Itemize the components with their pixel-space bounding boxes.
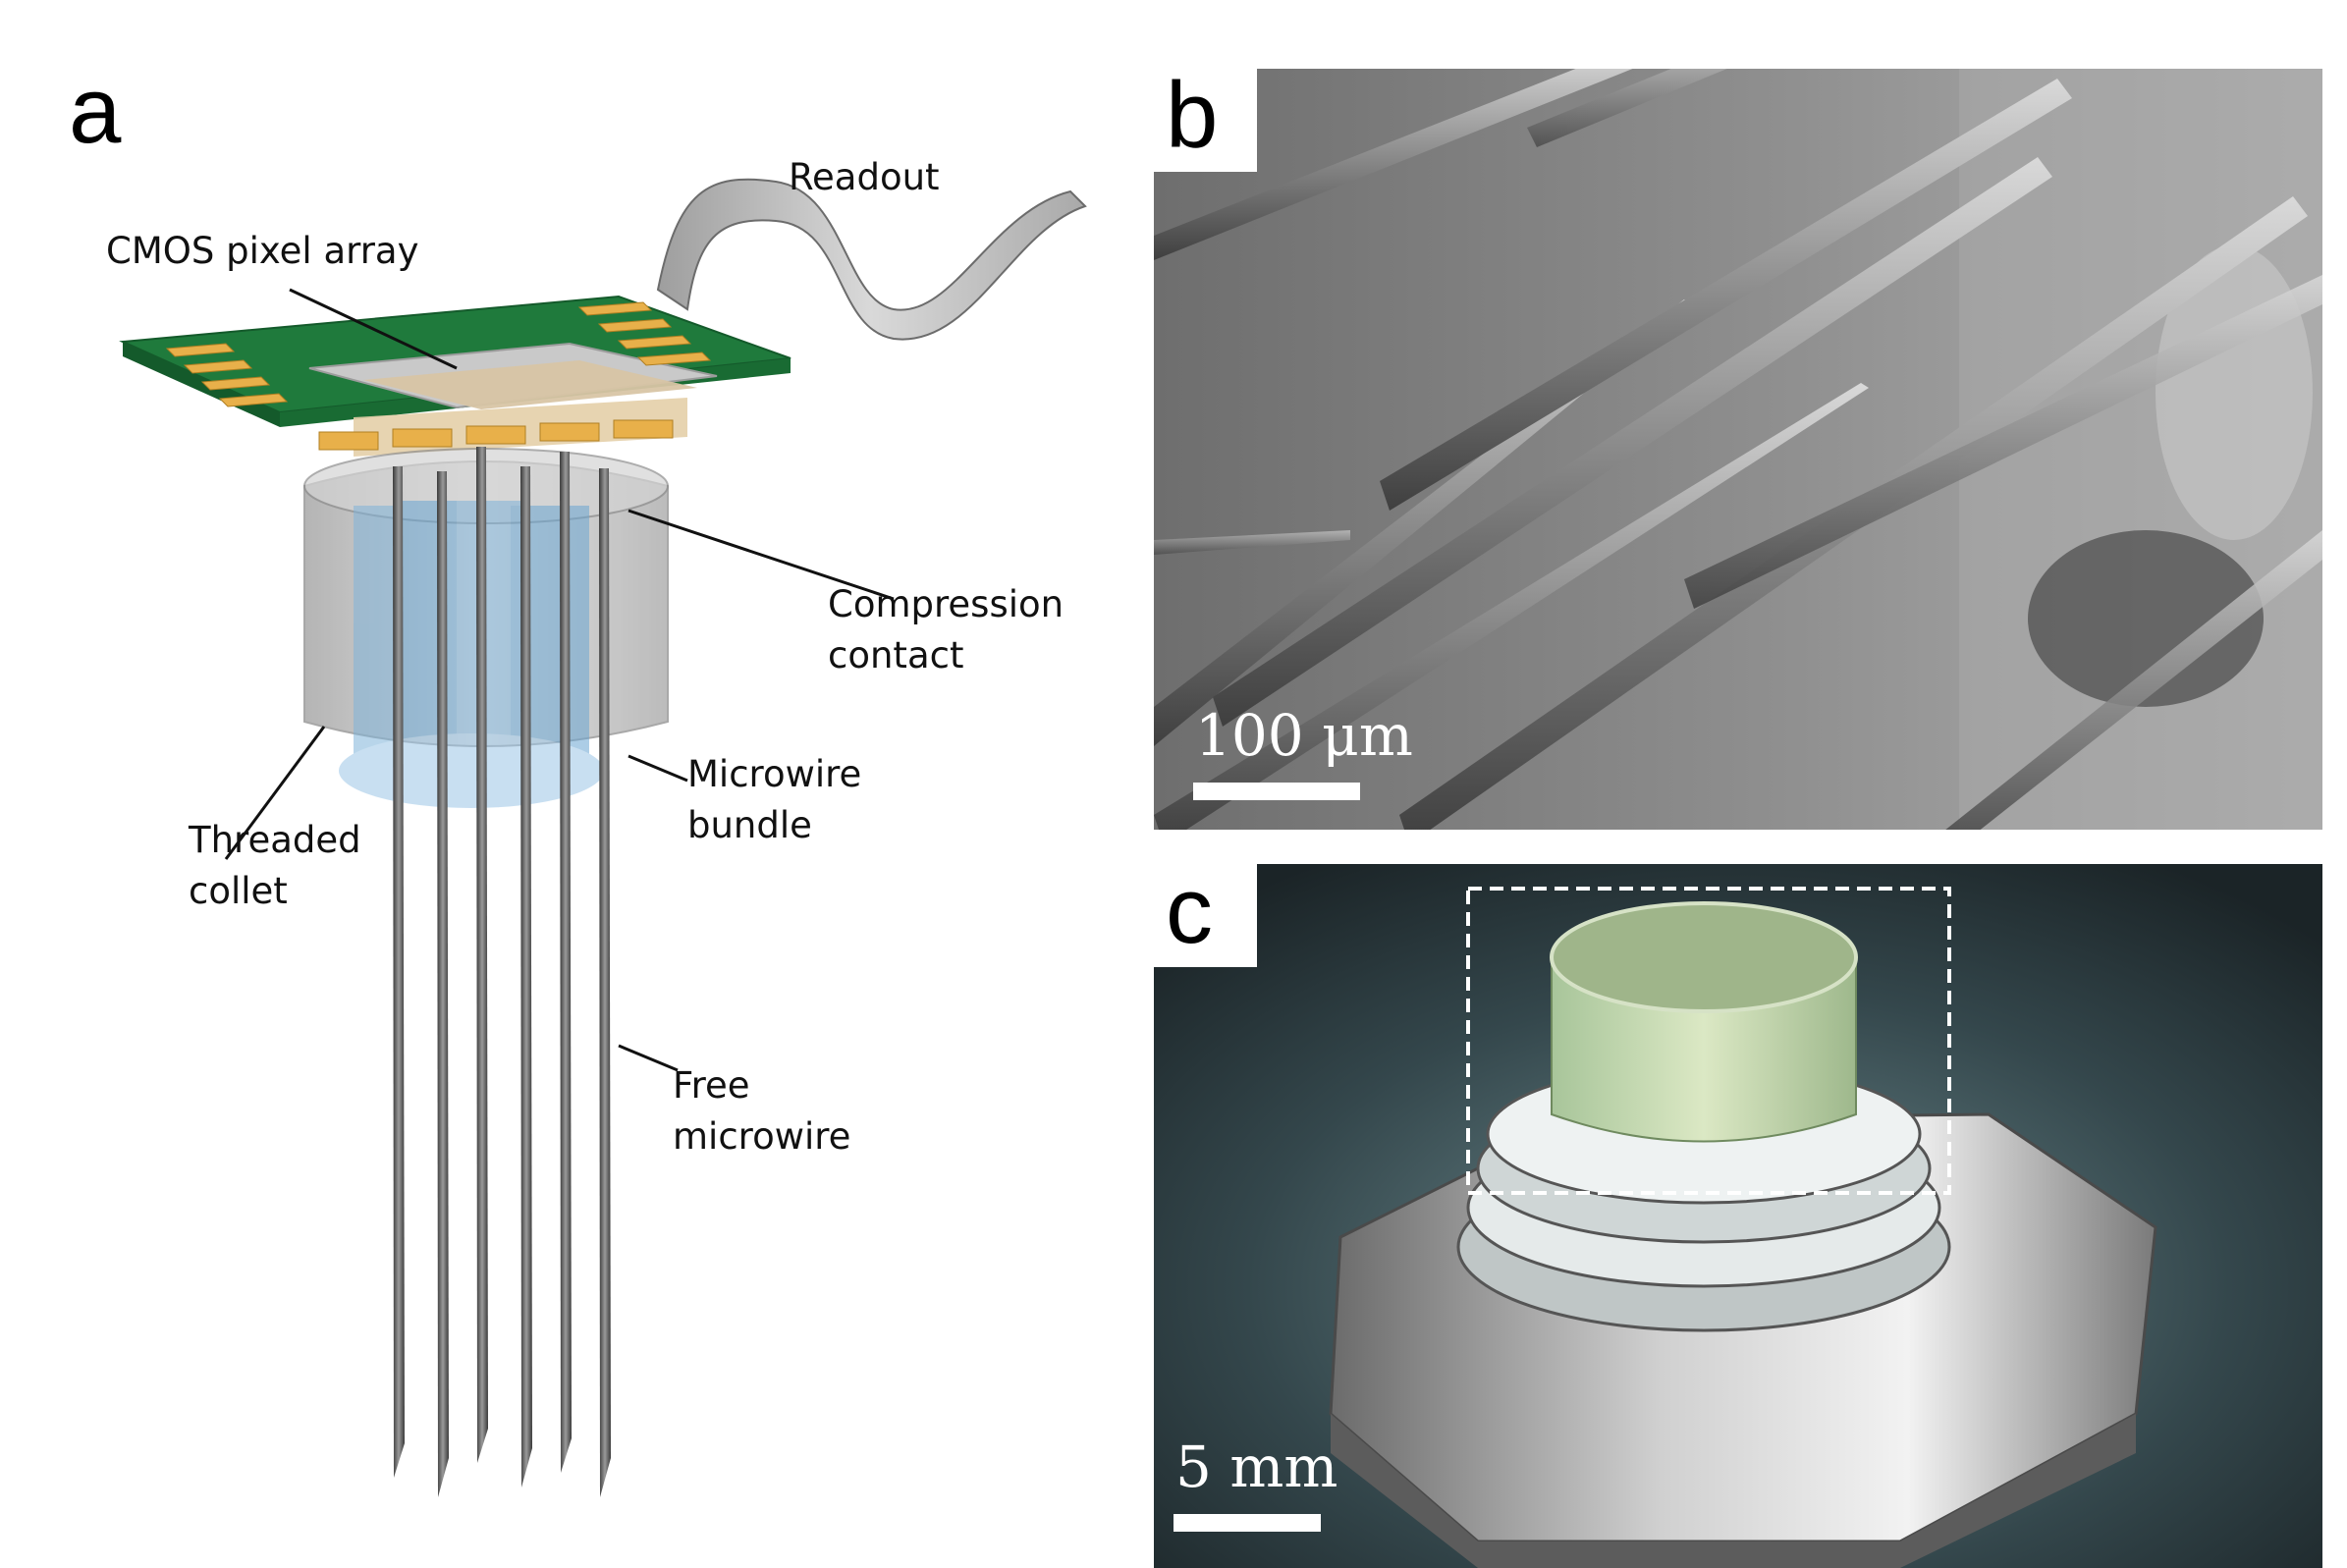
label-free-microwire: Free microwire: [673, 1064, 851, 1158]
label-cmos-pixel-array: CMOS pixel array: [106, 230, 419, 272]
gold-pads-bottom: [318, 419, 674, 451]
leader-lines: [224, 288, 895, 1072]
panel-a: Readout CMOS pixel array Compression con…: [69, 64, 1139, 1566]
label-readout: Readout: [789, 156, 940, 198]
scale-bar-c: [1174, 1514, 1321, 1532]
gold-pads-right: [577, 301, 712, 366]
label-microwire-bundle: Microwire bundle: [687, 753, 862, 846]
readout-ribbon: [656, 178, 1087, 341]
panel-c-letter-box: [1154, 864, 1257, 967]
dashed-inset-box: [1466, 887, 1951, 1195]
panel-letter-b: b: [1166, 69, 1219, 168]
panel-b: b 100 μm: [1154, 69, 2322, 830]
panel-b-letter-box: [1154, 69, 1257, 172]
cmos-chip: [363, 360, 697, 409]
scale-bar-b: [1193, 783, 1360, 800]
scale-label-b: 100 μm: [1195, 702, 1413, 769]
panel-letter-a: a: [69, 58, 122, 163]
free-microwires: [393, 447, 611, 1497]
green-cylinder-top: [1550, 901, 1858, 1013]
panel-letter-c: c: [1166, 864, 1213, 963]
label-compression-contact: Compression contact: [828, 583, 1064, 676]
panel-a-schematic: [119, 178, 1087, 1497]
label-threaded-collet: Threaded collet: [189, 819, 361, 912]
scale-label-c: 5 mm: [1175, 1433, 1338, 1500]
panel-c: c 5 mm: [1154, 864, 2322, 1568]
microwire-bundle: [339, 501, 604, 808]
panel-b-sem-image: [1154, 69, 2322, 830]
gold-pads-left: [165, 343, 289, 407]
panel-c-photo: [1154, 864, 2322, 1568]
